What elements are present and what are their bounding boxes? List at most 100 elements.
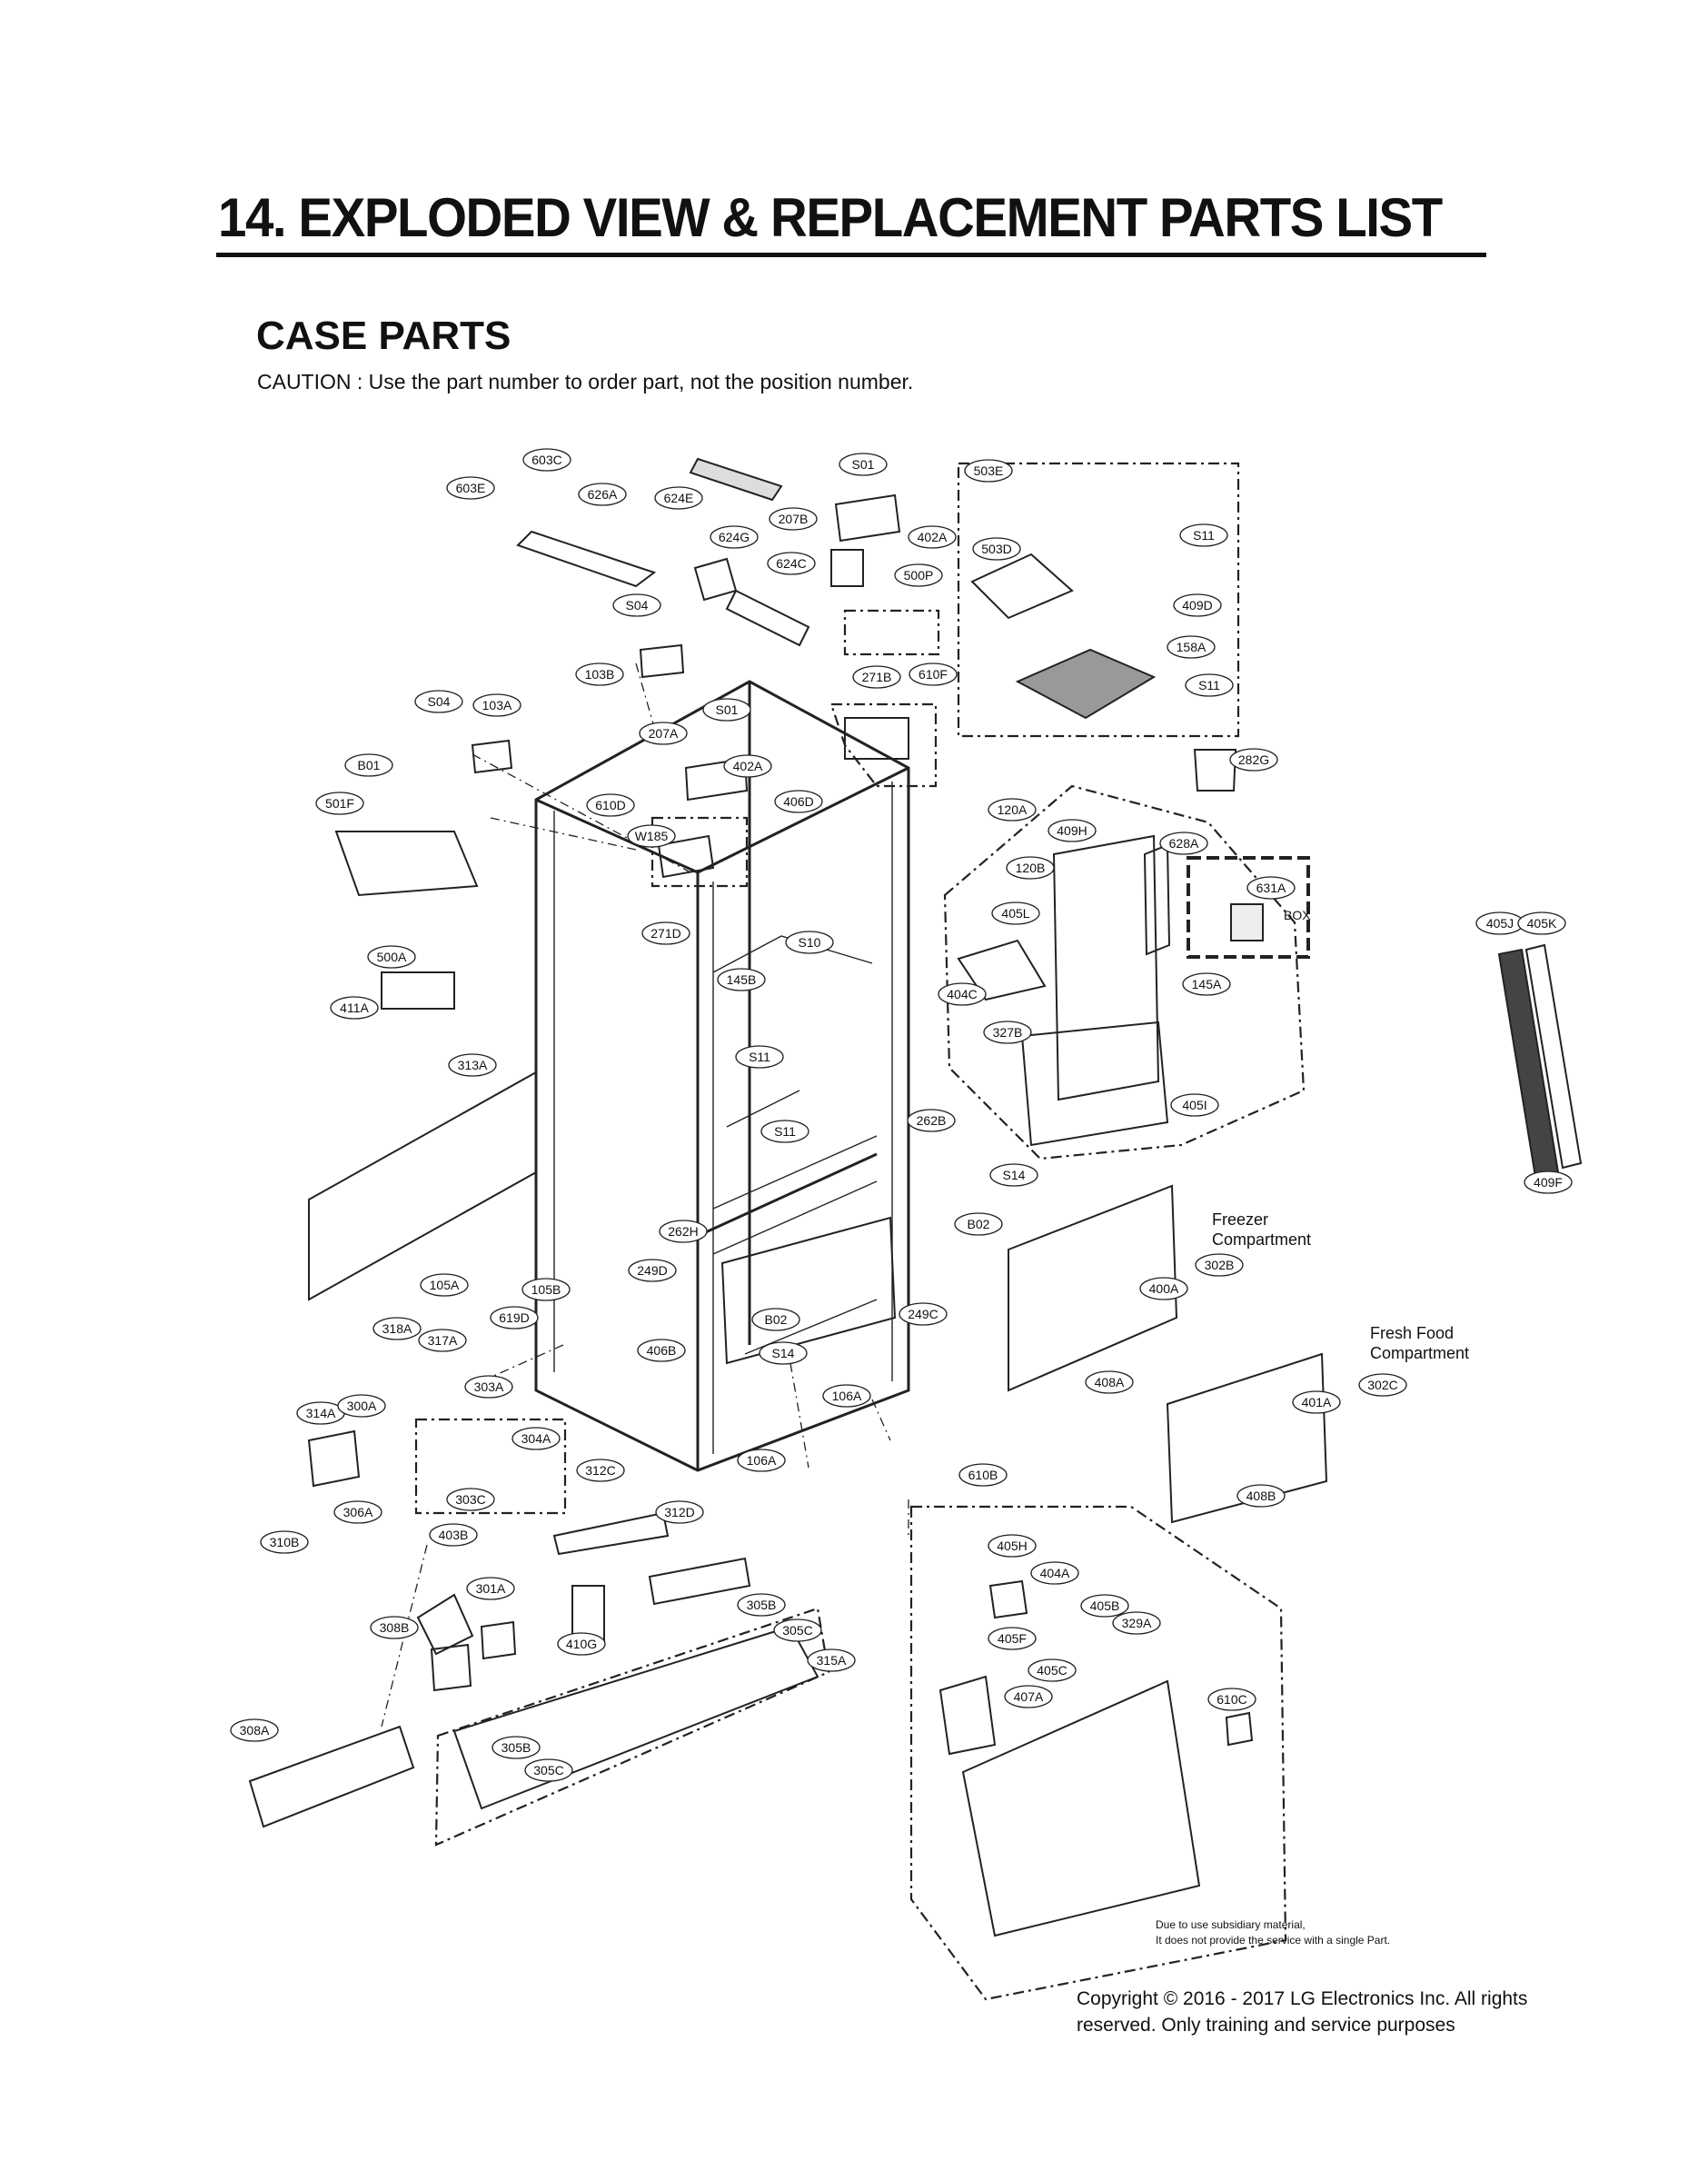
callout-label: 304A	[521, 1431, 551, 1446]
part-308a	[248, 1725, 415, 1828]
callout-bubble	[557, 1632, 606, 1656]
callout-label: S04	[626, 598, 649, 612]
part-624e	[689, 457, 783, 502]
callout-label: 262H	[668, 1224, 698, 1239]
part-207b	[834, 493, 901, 543]
callout-label: B01	[358, 758, 381, 772]
copyright-notice: Copyright © 2016 - 2017 LG Electronics I…	[1077, 1986, 1585, 2038]
callout-bubble	[1004, 1685, 1053, 1708]
callout-label: 409D	[1182, 598, 1212, 612]
callout-bubble	[575, 662, 624, 686]
part-500a	[381, 971, 455, 1010]
callout-label: 317A	[428, 1333, 458, 1348]
callout-bubble	[1292, 1390, 1341, 1414]
callout-label: 408B	[1246, 1489, 1276, 1503]
callout-label: 603C	[531, 453, 561, 467]
callout-bubble	[735, 1045, 784, 1069]
callout-bubble	[420, 1273, 469, 1297]
callout-label: 405I	[1182, 1098, 1207, 1112]
callout-bubble	[1246, 876, 1296, 900]
callout-bubble	[807, 1648, 856, 1672]
callout-bubble	[972, 537, 1021, 561]
callout-bubble	[1185, 673, 1234, 697]
callout-bubble	[1080, 1594, 1129, 1618]
part-631a	[1230, 903, 1264, 941]
part-503d	[970, 553, 1074, 620]
callout-label: 403B	[439, 1528, 469, 1542]
part-308b	[430, 1643, 472, 1692]
callout-label: 631A	[1256, 881, 1286, 895]
frame-box	[1187, 856, 1310, 959]
callout-label: 306A	[343, 1505, 373, 1519]
callout-bubble	[524, 1758, 573, 1782]
callout-label: 303A	[474, 1379, 504, 1394]
part-610c	[1225, 1711, 1254, 1747]
callout-bubble	[370, 1616, 419, 1639]
section-title: CASE PARTS	[256, 314, 511, 358]
leader-lines	[381, 662, 909, 1728]
part-262h	[720, 1216, 897, 1365]
callout-label: S14	[1003, 1168, 1026, 1182]
callout-bubble	[492, 1736, 541, 1759]
callout-label: 610B	[968, 1468, 998, 1482]
callout-bubble	[988, 1627, 1037, 1650]
callout-label: 313A	[458, 1058, 488, 1072]
callout-label: 305B	[501, 1740, 531, 1755]
callout-label: 315A	[817, 1653, 847, 1668]
part-120b	[1052, 834, 1160, 1101]
callout-bubble	[907, 1109, 956, 1132]
callout-label: 158A	[1177, 640, 1207, 654]
part-313a	[308, 1071, 537, 1301]
callout-label: 207A	[649, 726, 679, 741]
part-626a	[516, 530, 657, 588]
callout-label: 401A	[1302, 1395, 1332, 1409]
part-w185	[657, 834, 715, 879]
callout-label: 624G	[719, 530, 750, 544]
callout-label: 408A	[1095, 1375, 1125, 1389]
callout-bubble	[330, 996, 379, 1020]
callout-label: 500A	[377, 950, 407, 964]
callout-bubble	[429, 1523, 478, 1547]
callout-label: 303C	[455, 1492, 485, 1507]
callout-bubble	[1006, 856, 1055, 880]
part-312c	[552, 1511, 670, 1556]
callout-bubble	[511, 1427, 561, 1450]
part-103a	[471, 739, 513, 774]
callout-bubble	[337, 1394, 386, 1418]
callout-label: S11	[1193, 528, 1215, 543]
callout-bubble	[1524, 1170, 1573, 1194]
callout-label: 402A	[918, 530, 948, 544]
callout-bubble	[1517, 911, 1566, 935]
callout-bubble	[655, 1500, 704, 1524]
callout-bubble	[586, 793, 635, 817]
callout-bubble	[1139, 1277, 1188, 1300]
callout-bubble	[372, 1317, 422, 1340]
frame-120a	[943, 784, 1306, 1160]
callout-label: W185	[635, 829, 669, 843]
group-frames	[414, 462, 1306, 2001]
callout-label: 282G	[1238, 752, 1269, 767]
part-405h	[988, 1579, 1028, 1619]
part-501f	[334, 831, 479, 897]
callout-label: 409H	[1057, 823, 1087, 838]
callout-bubble	[1048, 819, 1097, 842]
callout-bubble	[989, 1163, 1038, 1187]
callout-label: 500P	[904, 568, 934, 583]
callout-label: 409F	[1534, 1175, 1563, 1190]
callout-label: 308B	[380, 1620, 410, 1635]
callout-label: 327B	[993, 1025, 1023, 1040]
callout-label: 410G	[566, 1637, 597, 1651]
callout-bubble	[522, 448, 571, 472]
callout-label: 305B	[747, 1598, 777, 1612]
copyright-line-2: reserved. Only training and service purp…	[1077, 2015, 1455, 2036]
callout-bubble	[1028, 1658, 1077, 1682]
callout-bubble	[894, 563, 943, 587]
callout-bubble	[521, 1278, 571, 1301]
callout-label: 406D	[783, 794, 813, 809]
callout-bubble	[988, 1534, 1037, 1558]
callout-bubble	[938, 982, 987, 1006]
callout-label: 329A	[1122, 1616, 1152, 1630]
note-line-1: Due to use subsidiary material,	[1156, 1918, 1306, 1931]
callout-label: 610D	[595, 798, 625, 812]
